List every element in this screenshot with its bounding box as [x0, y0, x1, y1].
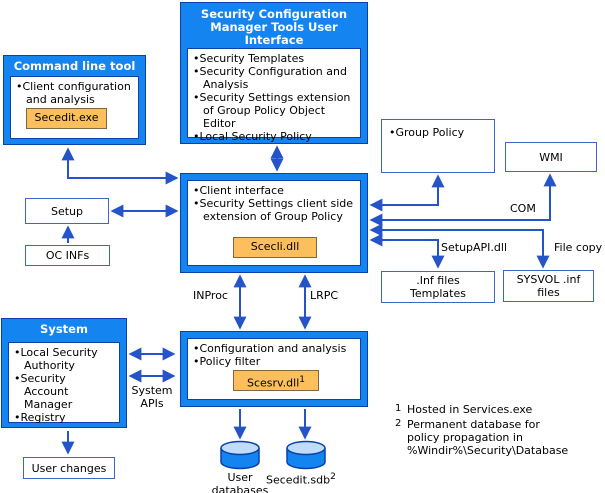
- cmd-tool-bullet: Client configuration and analysis: [16, 80, 136, 106]
- system-title: System: [40, 322, 88, 336]
- group-policy-box: Group Policy: [381, 119, 495, 173]
- client-bullet: Security Settings client side extension …: [193, 197, 358, 223]
- client-bullet: Client interface: [193, 184, 358, 197]
- footnotes: 1 Hosted in Services.exe 2 Permanent dat…: [395, 403, 573, 459]
- inf-files-templates-box: .Inf files Templates: [381, 271, 495, 303]
- scesrv-dll-chip: Scesrv.dll1: [233, 370, 319, 391]
- footnote-1: 1 Hosted in Services.exe: [395, 403, 533, 416]
- user-databases-label: User databases: [211, 471, 269, 493]
- scm-ui-box: Security Configuration Manager Tools Use…: [180, 2, 368, 144]
- setupapi-label: SetupAPI.dll: [441, 241, 508, 254]
- wmi-box: WMI: [505, 142, 597, 172]
- user-changes-box: User changes: [23, 457, 115, 479]
- command-line-tool-title: Command line tool: [13, 59, 136, 73]
- system-body: Local Security Authority Security Accoun…: [8, 342, 120, 424]
- secedit-footnote-ref: 2: [330, 472, 336, 482]
- system-apis-label: System APIs: [131, 384, 173, 410]
- sysvol-inf-files-box: SYSVOL .inf files: [503, 270, 594, 302]
- lrpc-label: LRPC: [310, 289, 339, 302]
- file-copy-label: File copy: [554, 241, 603, 254]
- client-interface-body: Client interface Security Settings clien…: [187, 180, 361, 266]
- client-interface-box: Client interface Security Settings clien…: [180, 173, 368, 273]
- setup-box: Setup: [25, 198, 109, 224]
- system-bullet: Registry: [14, 411, 119, 424]
- com-label: COM: [510, 202, 536, 215]
- secedit-sdb-cylinder: [286, 440, 326, 470]
- user-databases-cylinder: [220, 440, 260, 470]
- scm-ui-bullet: Security Templates: [193, 52, 358, 65]
- arrow-setupapi-inffiles: [369, 233, 445, 269]
- scesrv-footnote-ref: 1: [299, 375, 306, 385]
- arrow-cmdtool-client: [61, 147, 179, 185]
- system-box: System Local Security Authority Security…: [1, 318, 127, 428]
- secedit-exe-chip: Secedit.exe: [26, 108, 107, 129]
- inproc-label: INProc: [193, 289, 228, 302]
- scm-ui-bullet: Local Security Policy: [193, 130, 358, 143]
- arrow-grouppolicy-client: [369, 174, 445, 212]
- scecli-dll-chip: Scecli.dll: [233, 237, 317, 258]
- config-bullet: Policy filter: [193, 355, 358, 368]
- scm-ui-title: Security Configuration Manager Tools Use…: [200, 7, 348, 47]
- system-bullet: Security Account Manager: [14, 372, 102, 411]
- config-bullet: Configuration and analysis: [193, 342, 358, 355]
- scm-ui-bullet: Security Settings extension of Group Pol…: [193, 91, 358, 130]
- scm-ui-body: Security Templates Security Configuratio…: [187, 48, 361, 143]
- command-line-tool-box: Command line tool Client configuration a…: [3, 55, 146, 145]
- footnote-2: 2 Permanent database for policy propagat…: [395, 418, 569, 457]
- secedit-sdb-label: Secedit.sdb2: [266, 472, 336, 487]
- scm-ui-bullet: Security Configuration and Analysis: [193, 65, 358, 91]
- oc-infs-box: OC INFs: [25, 245, 110, 266]
- system-bullet: Local Security Authority: [14, 346, 110, 372]
- config-analysis-box: Configuration and analysis Policy filter…: [180, 331, 368, 407]
